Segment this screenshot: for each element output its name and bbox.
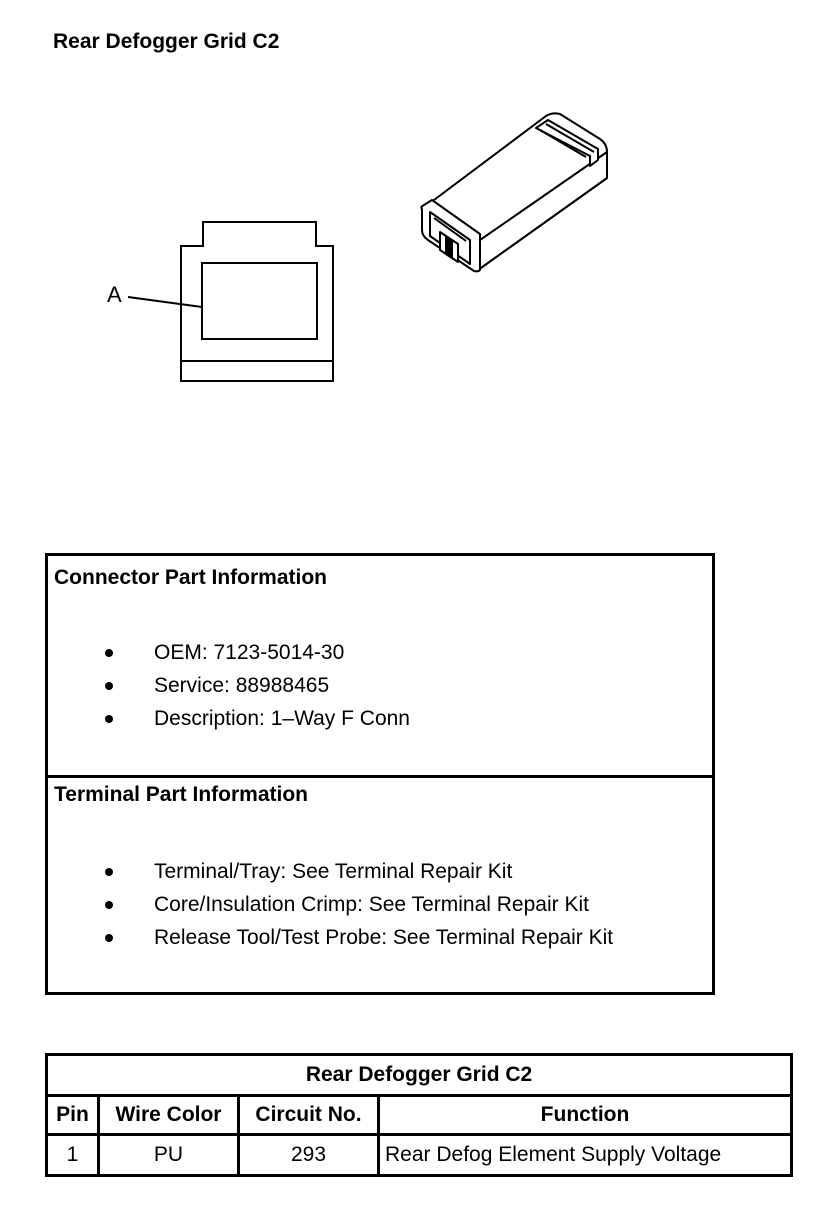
bullet-icon: [105, 901, 113, 909]
terminal-part-heading: Terminal Part Information: [54, 783, 308, 806]
connector-drawing: [127, 112, 608, 382]
connector-isometric-view: [420, 112, 608, 273]
list-item: Terminal/Tray: See Terminal Repair Kit: [48, 855, 613, 888]
part-information-box: Connector Part Information OEM: 7123-501…: [45, 553, 715, 995]
table-row: 1 PU 293 Rear Defog Element Supply Volta…: [45, 1133, 794, 1177]
list-item: Service: 88988465: [48, 669, 410, 702]
list-item: Description: 1–Way F Conn: [48, 702, 410, 735]
column-header-function: Function: [376, 1094, 794, 1136]
cell-wire-color: PU: [97, 1133, 240, 1177]
terminal-tray: Terminal/Tray: See Terminal Repair Kit: [154, 860, 513, 883]
cell-pin: 1: [45, 1133, 100, 1177]
terminal-release-tool: Release Tool/Test Probe: See Terminal Re…: [154, 926, 614, 949]
terminal-crimp: Core/Insulation Crimp: See Terminal Repa…: [154, 893, 589, 916]
connector-part-list: OEM: 7123-5014-30 Service: 88988465 Desc…: [48, 636, 410, 735]
list-item: Release Tool/Test Probe: See Terminal Re…: [48, 921, 613, 954]
bullet-icon: [105, 649, 113, 657]
cell-function: Rear Defog Element Supply Voltage: [376, 1133, 794, 1177]
list-item: Core/Insulation Crimp: See Terminal Repa…: [48, 888, 613, 921]
table-caption: Rear Defogger Grid C2: [44, 1053, 794, 1097]
callout-label-a: A: [107, 282, 122, 307]
bullet-icon: [105, 715, 113, 723]
table-caption-row: Rear Defogger Grid C2: [44, 1053, 794, 1097]
bullet-icon: [105, 934, 113, 942]
terminal-part-section: Terminal Part Information Terminal/Tray:…: [48, 775, 712, 992]
cell-circuit-no: 293: [237, 1133, 380, 1177]
page-title: Rear Defogger Grid C2: [53, 30, 280, 53]
connector-part-heading: Connector Part Information: [54, 566, 328, 589]
terminal-part-list: Terminal/Tray: See Terminal Repair Kit C…: [48, 855, 613, 954]
connector-part-section: Connector Part Information OEM: 7123-501…: [48, 556, 712, 775]
column-header-wire-color: Wire Color: [97, 1094, 240, 1136]
connector-oem: OEM: 7123-5014-30: [154, 641, 345, 664]
list-item: OEM: 7123-5014-30: [48, 636, 410, 669]
connector-service: Service: 88988465: [154, 674, 330, 697]
column-header-pin: Pin: [45, 1094, 100, 1136]
pin-table: Rear Defogger Grid C2 Pin Wire Color Cir…: [44, 1053, 794, 1177]
connector-description: Description: 1–Way F Conn: [154, 707, 410, 730]
bullet-icon: [105, 868, 113, 876]
bullet-icon: [105, 682, 113, 690]
connector-face-view: [180, 221, 334, 382]
table-header-row: Pin Wire Color Circuit No. Function: [45, 1094, 794, 1136]
column-header-circuit-no: Circuit No.: [237, 1094, 380, 1136]
callout-leader-line: [127, 296, 203, 308]
